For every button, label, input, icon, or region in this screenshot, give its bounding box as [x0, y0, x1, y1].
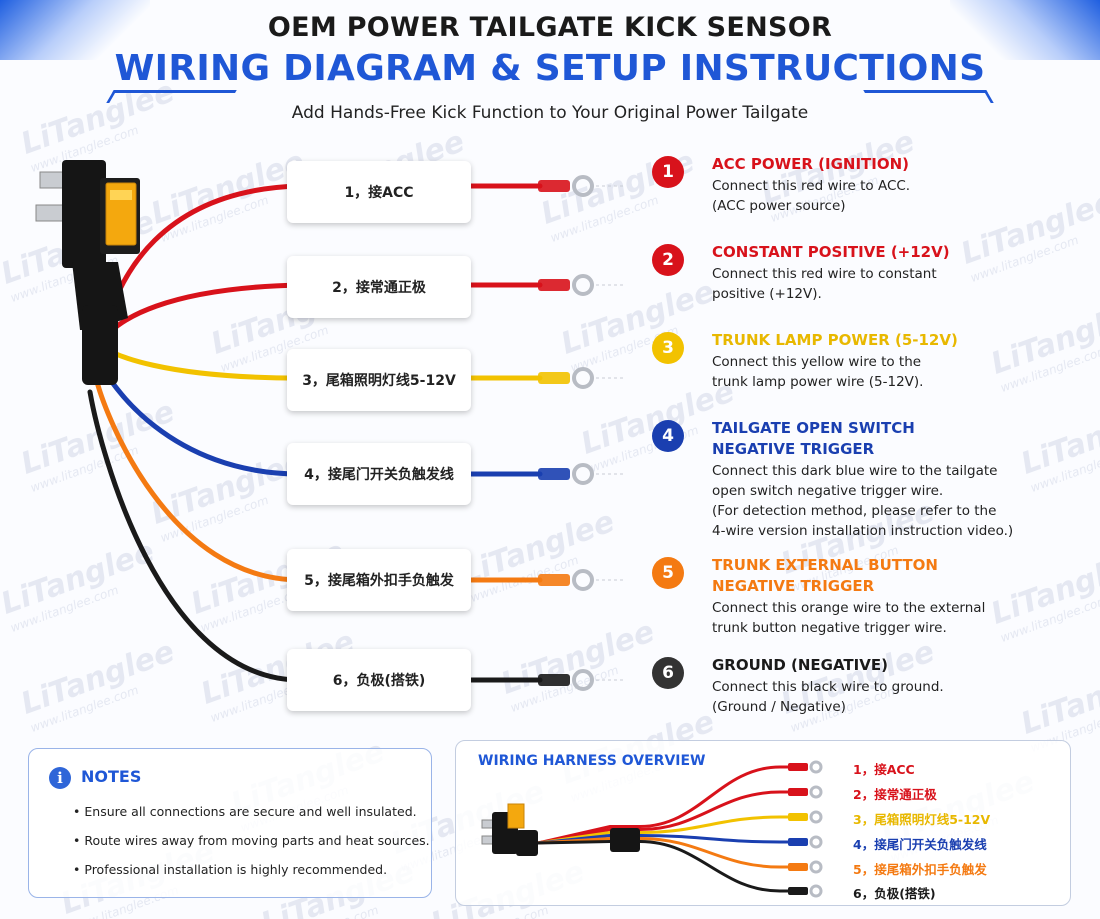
note-item: Ensure all connections are secure and we…	[73, 804, 416, 819]
wire-label-2: 2，接常通正极	[287, 256, 471, 318]
overview-wires	[537, 760, 823, 898]
step-number-badge: 5	[652, 557, 684, 589]
ring-terminal-icon	[572, 367, 594, 389]
title-line-2: WIRING DIAGRAM & SETUP INSTRUCTIONS	[114, 48, 986, 89]
wire-terminals	[538, 175, 625, 691]
note-item: Professional installation is highly reco…	[73, 862, 387, 877]
wire-5	[93, 375, 543, 583]
step-number-badge: 2	[652, 244, 684, 276]
step-number-badge: 1	[652, 156, 684, 188]
overview-label-4: 4，接尾门开关负触发线	[853, 837, 987, 852]
overview-wire-3	[537, 815, 805, 845]
overview-label-3: 3，尾箱照明灯线5-12V	[853, 812, 991, 827]
corner-decoration-right	[950, 0, 1100, 60]
overview-ring-terminal-icon	[809, 785, 823, 799]
overview-label-6: 6，负极(搭铁)	[853, 886, 936, 901]
overview-terminal-sleeve	[788, 863, 808, 871]
step-number-badge: 3	[652, 332, 684, 364]
step-description: Connect this yellow wire to the trunk la…	[712, 354, 924, 390]
title-line-1: OEM POWER TAILGATE KICK SENSOR	[267, 12, 833, 43]
note-item: Route wires away from moving parts and h…	[73, 833, 429, 848]
notes-panel: i NOTES Ensure all connections are secur…	[28, 748, 432, 898]
overview-ring-terminal-icon	[809, 810, 823, 824]
overview-label-1: 1，接ACC	[853, 762, 915, 777]
corner-decoration-left	[0, 0, 150, 60]
step-number-badge: 6	[652, 657, 684, 689]
wire-label-5: 5，接尾箱外扣手负触发	[287, 549, 471, 611]
wire-6	[87, 389, 543, 683]
step-title: GROUND (NEGATIVE)	[712, 656, 888, 674]
step-title: ACC POWER (IGNITION)	[712, 155, 910, 173]
step-description: Connect this red wire to constant positi…	[712, 266, 937, 302]
ring-terminal-icon	[572, 175, 594, 197]
overview-wire-5	[537, 837, 805, 869]
overview-terminal-sleeve	[788, 813, 808, 821]
wire-label-6: 6，负极(搭铁)	[287, 649, 471, 711]
overview-ring-terminal-icon	[809, 835, 823, 849]
info-icon: i	[49, 767, 71, 789]
overview-wire-1	[537, 765, 805, 845]
overview-label-5: 5，接尾箱外扣手负触发	[853, 862, 987, 877]
wire-label-1: 1，接ACC	[287, 161, 471, 223]
overview-wire-4	[537, 834, 805, 845]
step-number-badge: 4	[652, 420, 684, 452]
step-description: Connect this orange wire to the external…	[712, 600, 986, 636]
overview-terminal-sleeve	[788, 788, 808, 796]
step-title: TRUNK LAMP POWER (5-12V)	[712, 331, 958, 349]
subtitle: Add Hands-Free Kick Function to Your Ori…	[291, 103, 809, 123]
notes-title: NOTES	[81, 767, 142, 786]
ring-terminal-icon	[572, 569, 594, 591]
terminal-sleeve	[538, 372, 570, 384]
step-title: TAILGATE OPEN SWITCH NEGATIVE TRIGGER	[712, 419, 915, 458]
overview-label-2: 2，接常通正极	[853, 787, 937, 802]
terminal-sleeve	[538, 180, 570, 192]
overview-ring-terminal-icon	[809, 860, 823, 874]
overview-terminal-sleeve	[788, 838, 808, 846]
overview-wire-2	[537, 790, 805, 845]
wire-label-4: 4，接尾门开关负触发线	[287, 443, 471, 505]
ring-terminal-icon	[572, 463, 594, 485]
overview-fuse-icon	[507, 803, 525, 829]
harness-overview-title: WIRING HARNESS OVERVIEW	[478, 753, 706, 769]
ring-terminal-icon	[572, 274, 594, 296]
terminal-sleeve	[538, 574, 570, 586]
terminal-sleeve	[538, 674, 570, 686]
step-description: Connect this black wire to ground. (Grou…	[712, 679, 944, 715]
overview-ring-terminal-icon	[809, 884, 823, 898]
wire-label-3: 3，尾箱照明灯线5-12V	[287, 349, 471, 411]
step-description: Connect this red wire to ACC. (ACC power…	[712, 178, 911, 214]
step-title: CONSTANT POSITIVE (+12V)	[712, 243, 950, 261]
overview-connector	[481, 803, 640, 856]
terminal-sleeve	[538, 468, 570, 480]
overview-terminal-sleeve	[788, 763, 808, 771]
terminal-sleeve	[538, 279, 570, 291]
ring-terminal-icon	[572, 669, 594, 691]
step-description: Connect this dark blue wire to the tailg…	[712, 463, 1014, 539]
overview-wire-6	[537, 840, 805, 893]
step-title: TRUNK EXTERNAL BUTTON NEGATIVE TRIGGER	[712, 556, 938, 595]
overview-ring-terminal-icon	[809, 760, 823, 774]
fuse-tap-connector	[35, 160, 140, 385]
overview-terminal-sleeve	[788, 887, 808, 895]
